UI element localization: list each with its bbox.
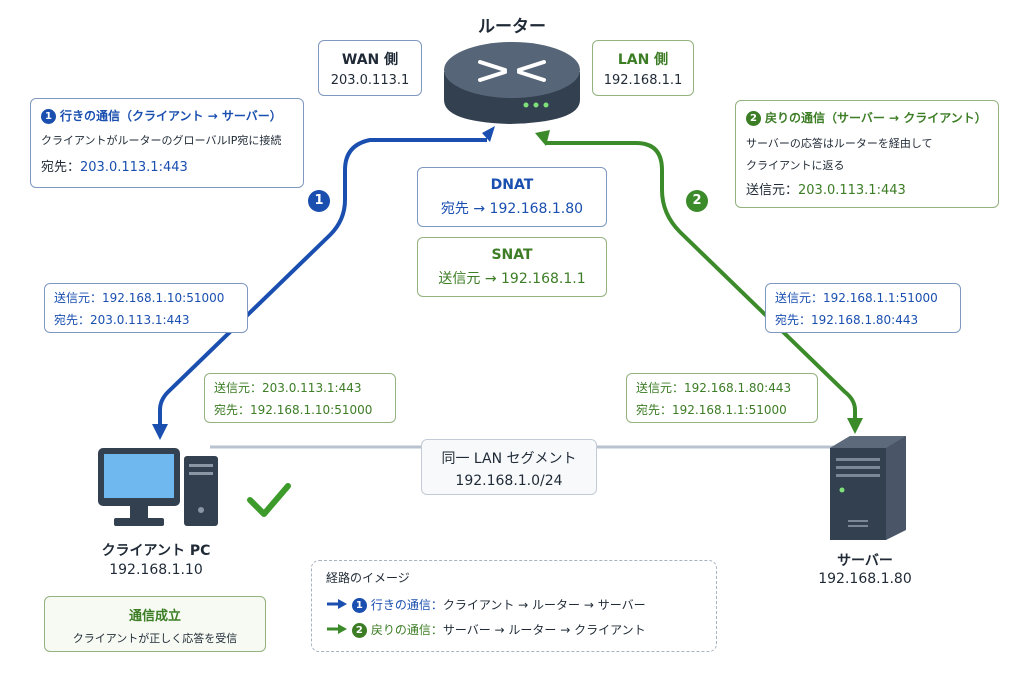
packet-client-out: 送信元：192.168.1.10:51000 宛先：203.0.113.1:44…	[44, 283, 248, 333]
legend-item2-path: サーバー → ルーター → クライアント	[442, 623, 646, 637]
lan-segment-title: 同一 LAN セグメント	[441, 451, 577, 467]
legend-title: 経路のイメージ	[326, 571, 410, 585]
outbound-note: 1 行きの通信（クライアント → サーバー） クライアントがルーターのグローバルI…	[30, 98, 304, 188]
outbound-arrow-path	[158, 138, 487, 428]
outbound-note-dest-label: 宛先：	[41, 160, 81, 175]
return-arrow-path	[545, 141, 857, 420]
lan-title: LAN 側	[617, 52, 669, 68]
outbound-note-title: 行きの通信（クライアント → サーバー）	[60, 109, 282, 123]
return-note-src-value: 203.0.113.1:443	[798, 183, 906, 198]
packet-server-out-src: 送信元：192.168.1.80:443	[636, 381, 792, 395]
lan-segment-subnet: 192.168.1.0/24	[455, 473, 563, 489]
success-box: 通信成立 クライアントが正しく応答を受信	[44, 596, 266, 652]
client-ip: 192.168.1.10	[109, 562, 203, 578]
server-ip: 192.168.1.80	[818, 571, 912, 587]
router-title: ルーター	[478, 17, 546, 37]
dnat-title: DNAT	[490, 177, 534, 193]
packet-client-out-dst: 宛先：203.0.113.1:443	[54, 313, 190, 327]
packet-server-in-src: 送信元：192.168.1.1:51000	[775, 291, 938, 305]
packet-server-in: 送信元：192.168.1.1:51000 宛先：192.168.1.80:44…	[765, 283, 961, 333]
outbound-note-dest-row: 宛先：203.0.113.1:443	[41, 156, 293, 175]
outbound-note-desc: クライアントがルーターのグローバルIP宛に接続	[41, 134, 282, 147]
return-note-desc2: クライアントに返る	[746, 159, 845, 172]
success-title: 通信成立	[128, 609, 181, 624]
return-note-badge: 2	[746, 111, 761, 126]
legend-item1-label: 行きの通信：	[370, 598, 443, 612]
legend-item1-badge: 1	[351, 598, 367, 613]
snat-text: 送信元 → 192.168.1.1	[438, 271, 586, 287]
dnat-text: 宛先 → 192.168.1.80	[440, 201, 584, 217]
return-note-title: 戻りの通信（サーバー → クライアント）	[765, 111, 987, 125]
legend-item2-badge: 2	[351, 623, 367, 638]
outbound-arrowhead-client	[152, 424, 168, 440]
legend-blue-arrow-icon	[327, 599, 347, 609]
legend-item1-path: クライアント → ルーター → サーバー	[442, 598, 646, 612]
server-name: サーバー	[837, 553, 893, 569]
packet-server-in-dst: 宛先：192.168.1.80:443	[775, 313, 919, 327]
lan-segment-box: 同一 LAN セグメント 192.168.1.0/24	[421, 439, 597, 495]
dnat-box: DNAT 宛先 → 192.168.1.80	[417, 167, 607, 227]
return-arrowhead-router	[535, 130, 550, 146]
snat-title: SNAT	[491, 247, 533, 263]
packet-client-in: 送信元：203.0.113.1:443 宛先：192.168.1.10:5100…	[204, 373, 396, 423]
lan-side-box: LAN 側 192.168.1.1	[592, 40, 694, 96]
success-desc: クライアントが正しく応答を受信	[72, 632, 238, 645]
packet-server-out: 送信元：192.168.1.80:443 宛先：192.168.1.1:5100…	[626, 373, 818, 423]
outbound-arrowhead-router	[482, 126, 495, 142]
return-arrowhead-server	[847, 418, 863, 434]
step1-badge: 1	[308, 190, 330, 212]
wan-ip: 203.0.113.1	[330, 73, 410, 88]
snat-box: SNAT 送信元 → 192.168.1.1	[417, 237, 607, 297]
outbound-note-dest-value: 203.0.113.1:443	[80, 160, 188, 175]
lan-ip: 192.168.1.1	[603, 73, 683, 88]
return-note-title-row: 2 戻りの通信（サーバー → クライアント）	[746, 109, 988, 126]
wan-title: WAN 側	[341, 52, 399, 68]
packet-client-out-src: 送信元：192.168.1.10:51000	[54, 291, 225, 305]
legend-green-arrow-icon	[327, 624, 347, 634]
packet-server-out-dst: 宛先：192.168.1.1:51000	[636, 403, 787, 417]
legend-item2-label: 戻りの通信：	[370, 623, 443, 637]
return-note-src-label: 送信元：	[746, 183, 799, 198]
return-note-src-row: 送信元：203.0.113.1:443	[746, 179, 988, 198]
wan-side-box: WAN 側 203.0.113.1	[318, 40, 422, 96]
client-name: クライアント PC	[101, 543, 211, 559]
outbound-note-title-row: 1 行きの通信（クライアント → サーバー）	[41, 107, 293, 124]
outbound-note-badge: 1	[41, 109, 56, 124]
packet-client-in-src: 送信元：203.0.113.1:443	[214, 381, 362, 395]
return-note-desc1: サーバーの応答はルーターを経由して	[746, 137, 933, 150]
step2-badge: 2	[686, 190, 708, 212]
packet-client-in-dst: 宛先：192.168.1.10:51000	[214, 403, 373, 417]
